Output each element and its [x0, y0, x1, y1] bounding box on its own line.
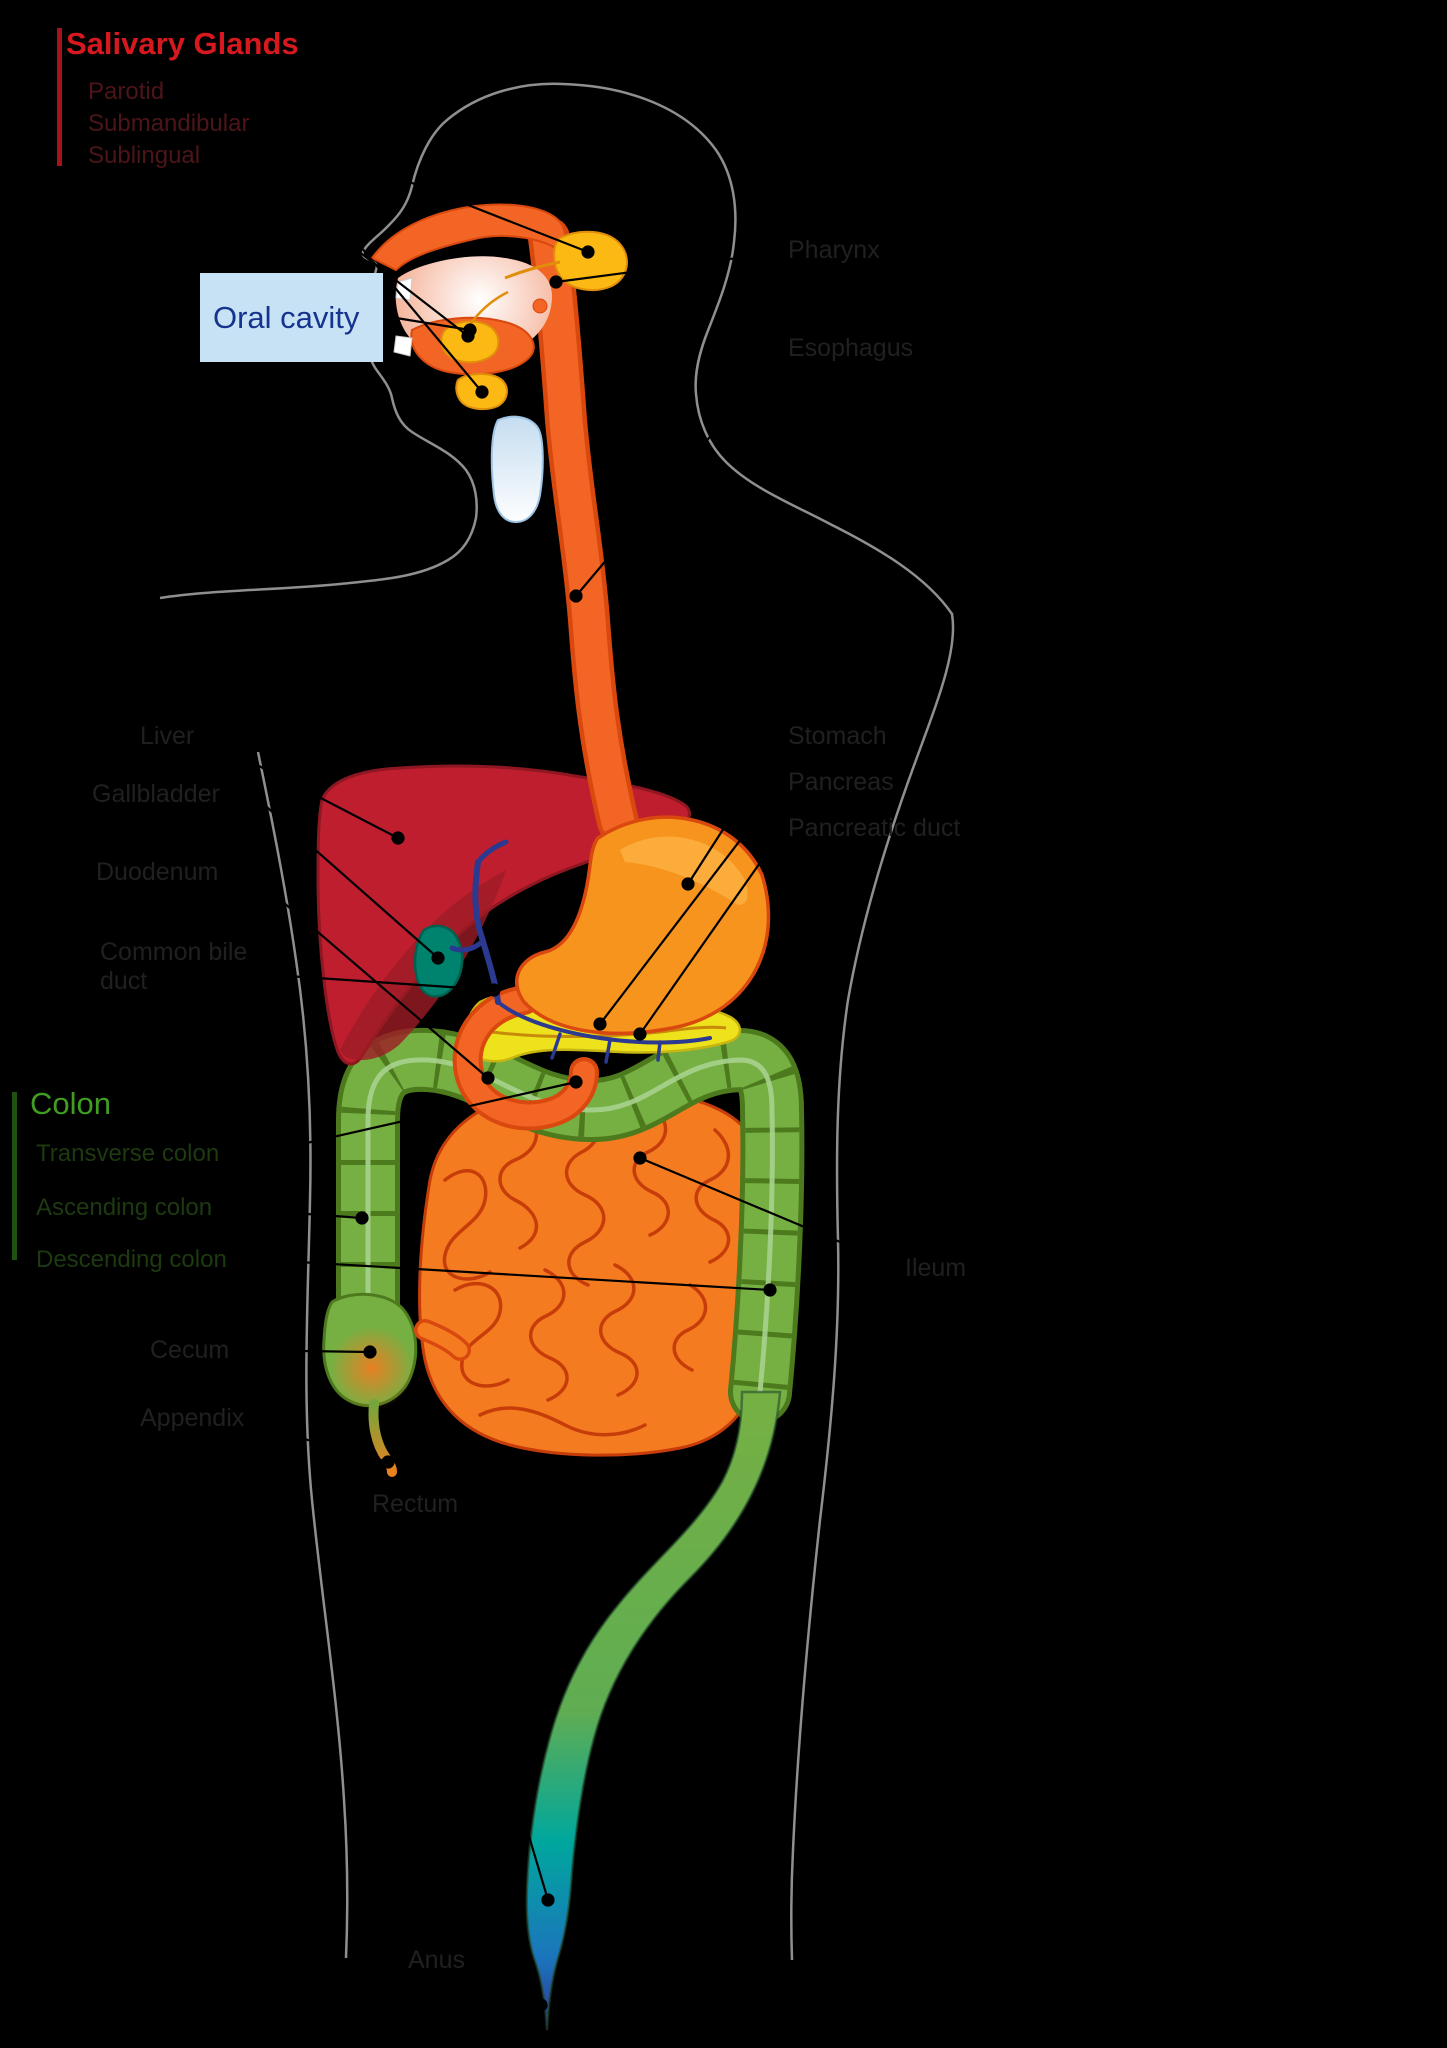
- uvula-shape: [532, 298, 548, 314]
- stomach-label: Stomach: [788, 722, 887, 750]
- oral-cavity-label: Oral cavity: [213, 299, 360, 335]
- head-right-outline: [562, 82, 955, 1961]
- leader-lines: [179, 90, 903, 2012]
- esophagus-shape: [528, 217, 639, 843]
- stomach-shape: [515, 815, 771, 1036]
- palate-shape: [370, 203, 567, 272]
- ileum-entry-inner: [417, 1322, 468, 1358]
- cecum-label: Cecum: [150, 1336, 230, 1364]
- gallbladder-label: Gallbladder: [92, 780, 220, 808]
- trachea-shape: [490, 415, 544, 524]
- intestine-coils: [442, 1098, 731, 1437]
- liver-label: Liver: [140, 722, 195, 750]
- colon-header: Colon: [30, 1086, 111, 1121]
- sublingual-label: Sublingual: [88, 142, 201, 169]
- duodenum-shape: [452, 985, 599, 1131]
- pharynx-label: Pharynx: [788, 236, 880, 264]
- common-bile-duct-label: Common bile duct: [100, 938, 248, 995]
- colon-bar: [12, 1092, 17, 1260]
- pancreas-label: Pancreas: [788, 768, 894, 796]
- pancreatic-duct-label: Pancreatic duct: [788, 814, 961, 842]
- salivary-glands-bar: [57, 28, 62, 166]
- appendix-label: Appendix: [140, 1404, 245, 1432]
- ascending-colon-label: Ascending colon: [36, 1194, 213, 1221]
- ileum-label: Ileum: [905, 1254, 967, 1282]
- cecum-tint: [330, 1326, 414, 1410]
- colon-shape: [322, 1027, 805, 2031]
- descending-colon-label: Descending colon: [36, 1246, 227, 1273]
- transverse-colon-label: Transverse colon: [36, 1140, 220, 1167]
- esophagus-label: Esophagus: [788, 334, 914, 362]
- submandibular-label: Submandibular: [88, 110, 250, 137]
- parotid-duct: [504, 260, 561, 280]
- salivary-glands-header: Salivary Glands: [66, 26, 299, 61]
- duodenum-label: Duodenum: [96, 858, 219, 886]
- anus-label: Anus: [408, 1946, 465, 1974]
- oral-cavity-box: Oral cavity: [200, 273, 383, 362]
- rectum-shape: [525, 1390, 782, 2031]
- parotid-label: Parotid: [88, 78, 165, 105]
- bile-duct-shape: [449, 839, 712, 1064]
- stomach-highlight: [620, 836, 748, 905]
- rectum-label: Rectum: [372, 1490, 459, 1518]
- lower-teeth: [393, 335, 413, 357]
